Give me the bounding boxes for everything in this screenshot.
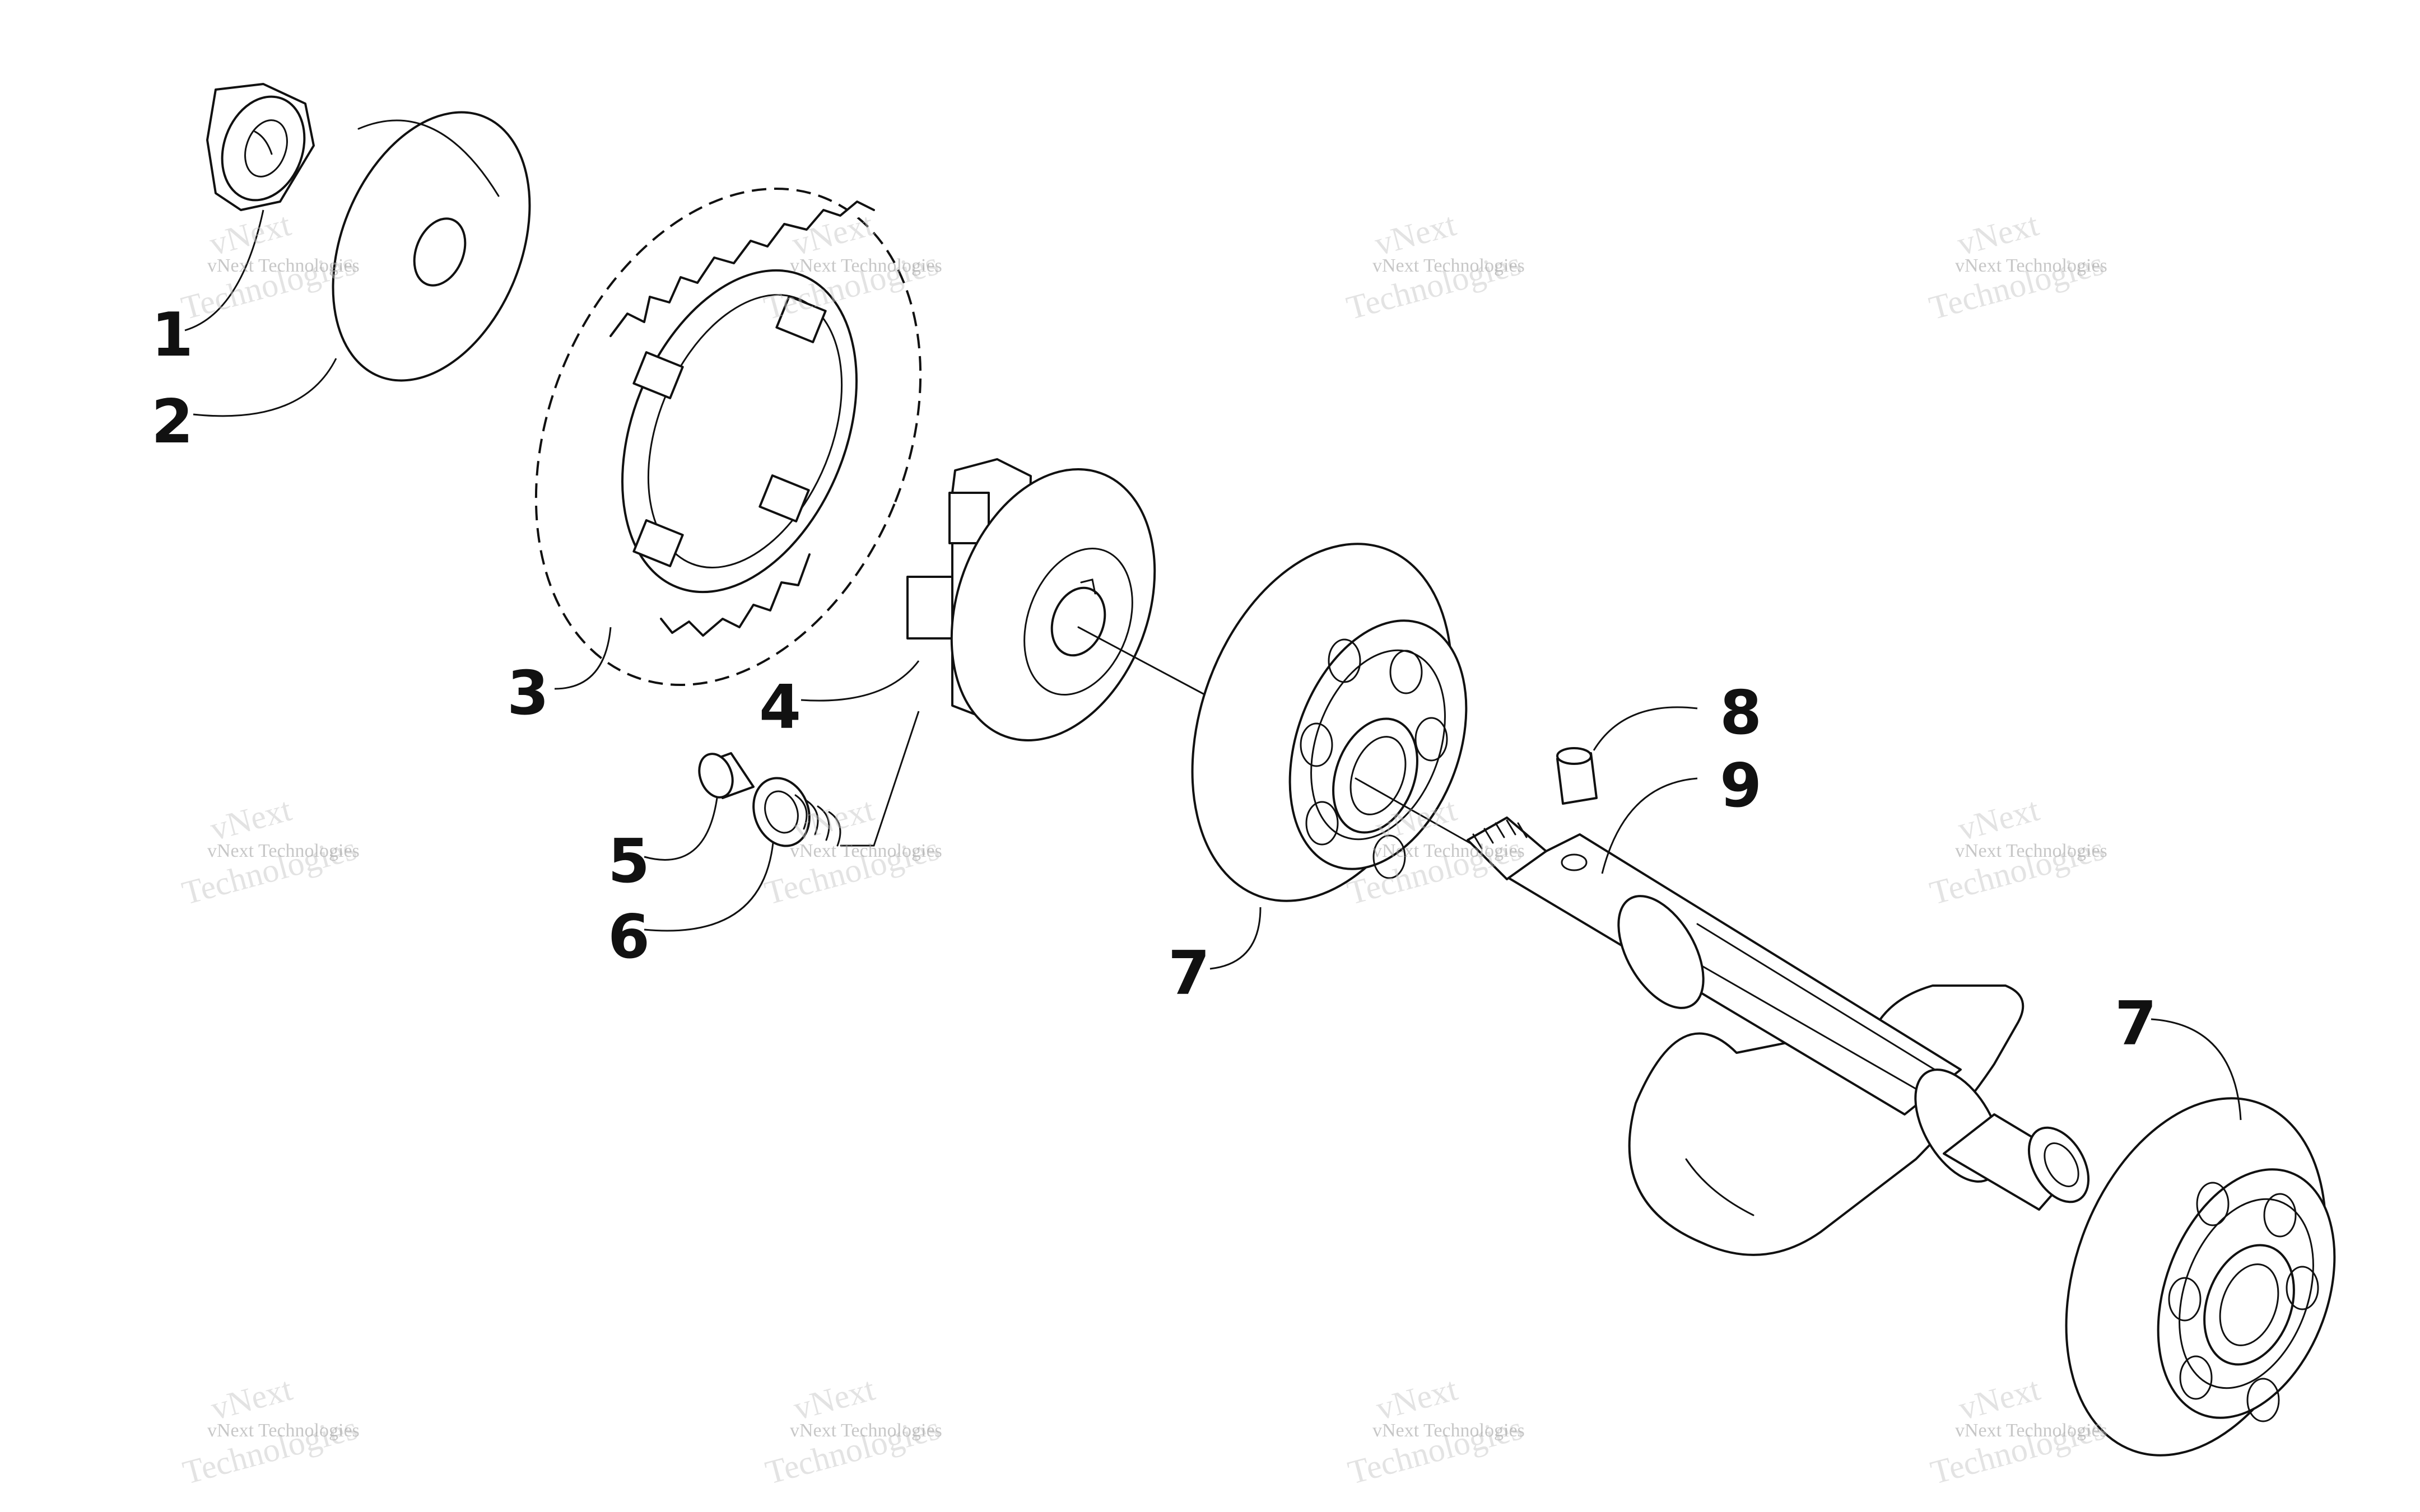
callout-8: 8 (1720, 678, 1762, 748)
svg-text:vNext Technologies: vNext Technologies (1372, 255, 1525, 276)
svg-text:vNext: vNext (1954, 791, 2043, 848)
part-pin (698, 752, 755, 799)
watermark: vNext Technologies vNext Technologies (1343, 206, 1525, 326)
watermark: vNext Technologies vNext Technologies (1926, 791, 2108, 912)
svg-text:vNext: vNext (1955, 1370, 2044, 1427)
watermark: vNext Technologies vNext Technologies (179, 1370, 361, 1491)
callout-4: 4 (759, 673, 801, 743)
svg-text:vNext Technologies: vNext Technologies (1372, 1420, 1525, 1441)
callout-9: 9 (1720, 751, 1762, 821)
part-spring (752, 777, 841, 847)
callout-3: 3 (507, 659, 549, 729)
watermark: vNext Technologies vNext Technologies (1926, 1370, 2109, 1491)
svg-text:vNext Technologies: vNext Technologies (790, 255, 942, 276)
part-crankshaft (1467, 816, 2090, 1256)
svg-text:vNext Technologies: vNext Technologies (1955, 1420, 2107, 1441)
part-nut (206, 83, 315, 211)
assembly-axis-line (1077, 626, 1206, 696)
part-gear (534, 187, 922, 687)
svg-text:vNext: vNext (206, 791, 295, 848)
part-bearing-right (2065, 1097, 2336, 1457)
part-dowel (1556, 747, 1598, 805)
svg-text:vNext Technologies: vNext Technologies (1372, 841, 1525, 861)
svg-text:vNext Technologies: vNext Technologies (207, 1420, 360, 1441)
watermark: vNext Technologies vNext Technologies (1344, 1370, 1526, 1491)
svg-text:vNext: vNext (207, 1370, 296, 1427)
part-washer (332, 111, 531, 382)
callout-7-right: 7 (2115, 989, 2157, 1059)
callout-7-left: 7 (1168, 939, 1210, 1009)
watermark: vNext Technologies vNext Technologies (1925, 206, 2107, 326)
leader-lines (184, 209, 2242, 1121)
callout-labels: 1 2 3 4 5 6 7 8 9 7 (151, 300, 2157, 1059)
watermark: vNext Technologies vNext Technologies (178, 791, 360, 912)
watermark: vNext Technologies vNext Technologies (178, 206, 360, 326)
svg-text:vNext Technologies: vNext Technologies (1955, 841, 2107, 861)
svg-text:vNext: vNext (1372, 1370, 1462, 1427)
part-bearing-left (1191, 543, 1468, 902)
svg-text:vNext: vNext (1953, 206, 2042, 263)
watermark: vNext Technologies vNext Technologies (761, 1370, 943, 1491)
part-hub (906, 458, 1156, 742)
svg-text:vNext Technologies: vNext Technologies (1955, 255, 2107, 276)
svg-text:vNext: vNext (790, 1370, 879, 1427)
callout-5: 5 (608, 827, 650, 897)
svg-text:vNext Technologies: vNext Technologies (207, 255, 360, 276)
svg-text:vNext: vNext (1371, 206, 1460, 263)
watermarks: vNext Technologies vNext Technologies vN… (178, 206, 2109, 1491)
callout-6: 6 (608, 902, 650, 972)
callout-1: 1 (151, 300, 193, 370)
svg-text:vNext Technologies: vNext Technologies (207, 841, 360, 861)
svg-text:vNext Technologies: vNext Technologies (790, 841, 942, 861)
assembly-axis-line-2 (1355, 777, 1486, 852)
callout-2: 2 (151, 387, 193, 457)
svg-text:vNext Technologies: vNext Technologies (790, 1420, 942, 1441)
